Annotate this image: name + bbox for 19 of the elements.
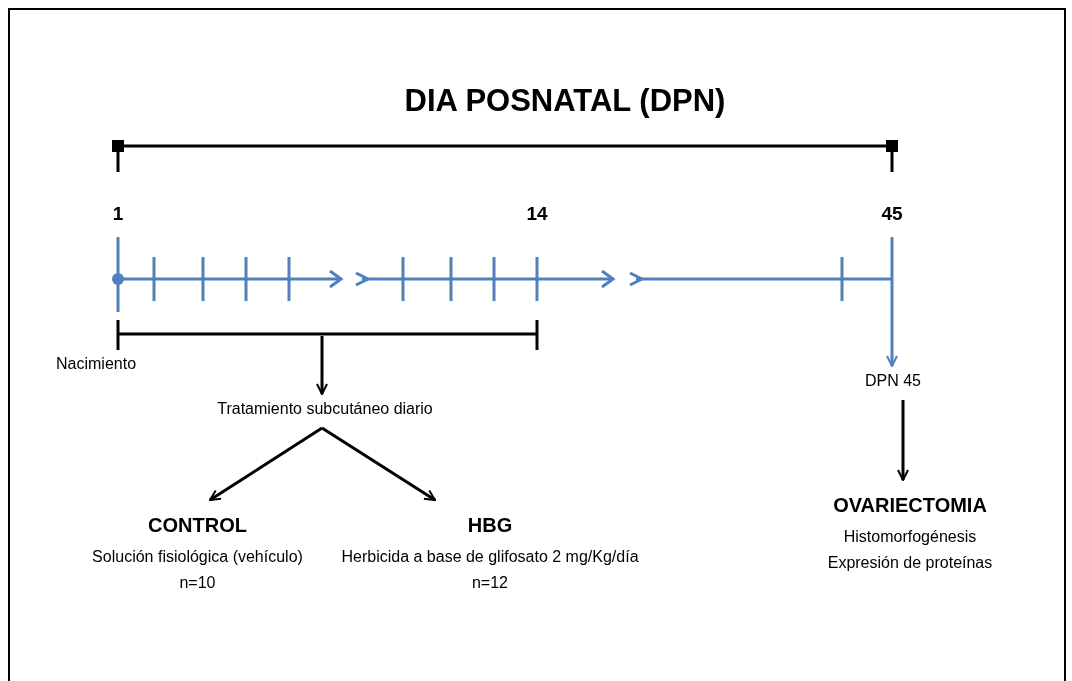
- arrow: [321, 426, 436, 502]
- node-text: Solución fisiológica (vehículo) n=10: [91, 547, 304, 593]
- group-heading: HBG: [467, 513, 513, 538]
- group-heading: CONTROL: [148, 513, 247, 538]
- node-text: Histomorfogénesis: [843, 527, 977, 547]
- arrow: [316, 336, 328, 395]
- day-number: 14: [525, 202, 549, 226]
- arrow: [209, 426, 323, 502]
- node-text: Herbicida a base de glifosato 2 mg/Kg/día n=12: [340, 547, 640, 593]
- timeline-label: Nacimiento: [56, 354, 137, 374]
- group-heading: OVARIECTOMIA: [833, 493, 987, 518]
- day-number: 1: [111, 202, 125, 226]
- day-number: 45: [880, 202, 904, 226]
- node-text: Tratamiento subcutáneo diario: [217, 399, 433, 419]
- arrow: [886, 279, 898, 367]
- diagram-title: DIA POSNATAL (DPN): [403, 82, 727, 120]
- arrow: [897, 400, 909, 481]
- node-text: DPN 45: [865, 371, 921, 391]
- node-text: Expresión de proteínas: [827, 552, 993, 573]
